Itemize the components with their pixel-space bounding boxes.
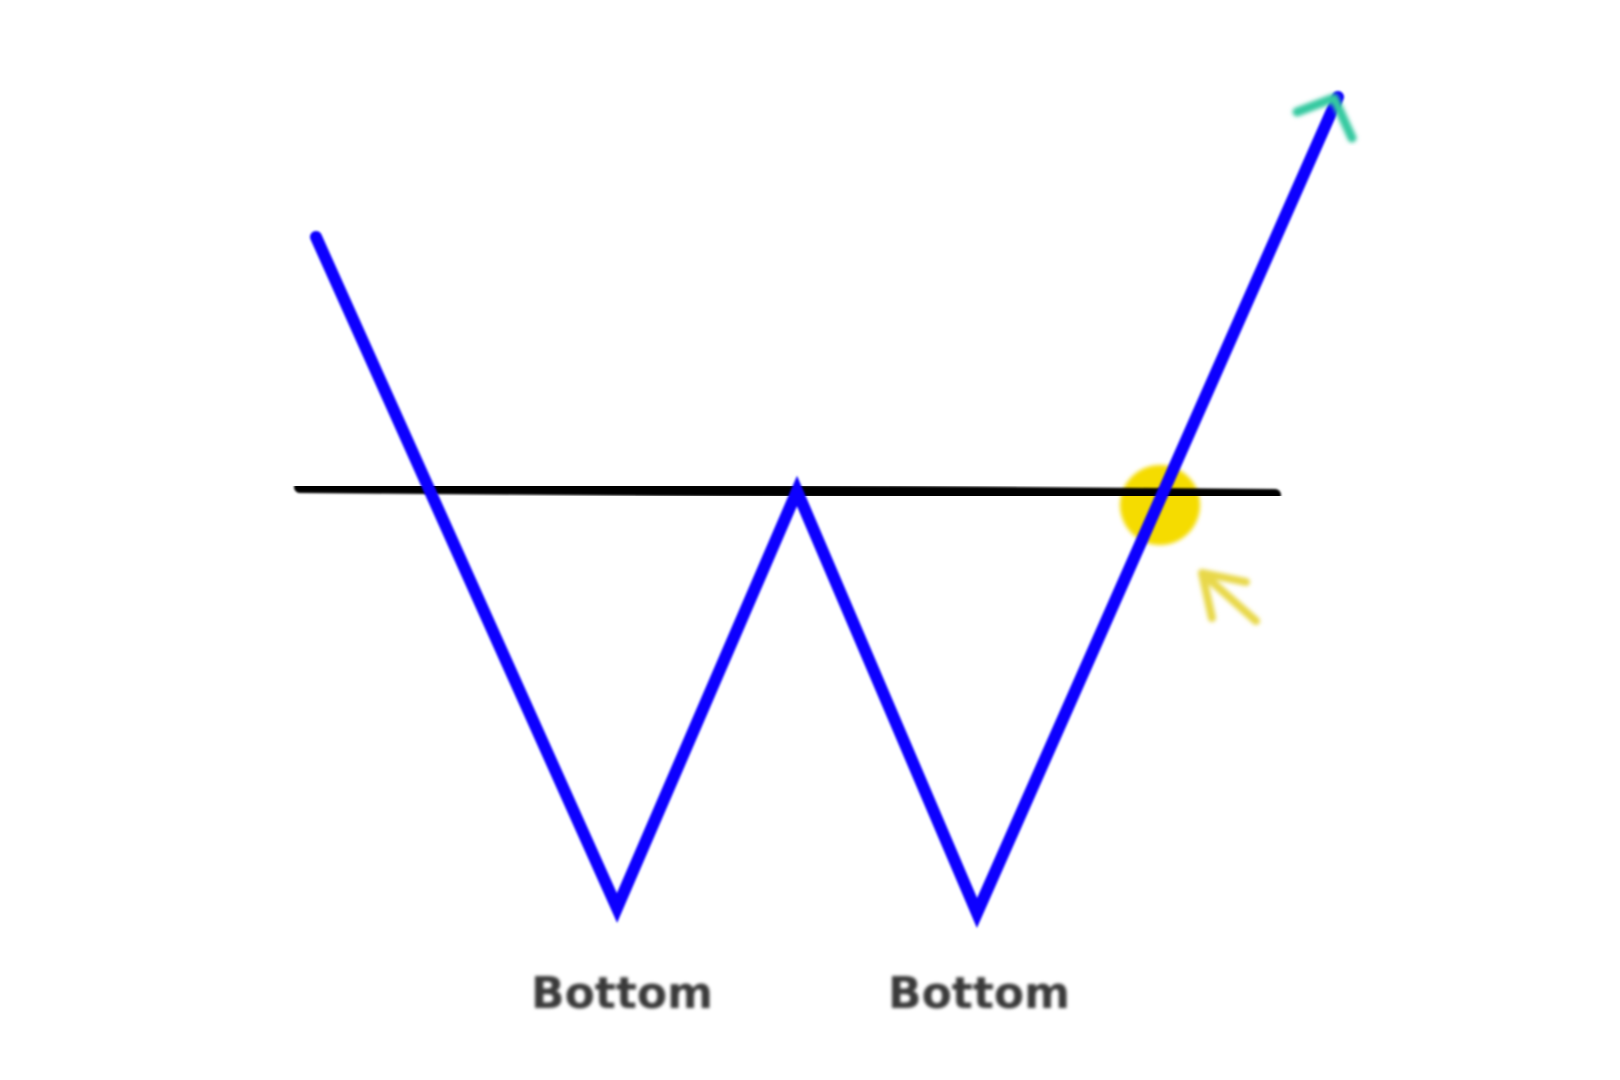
bottom-label-left: Bottom <box>531 968 713 1019</box>
price-path-w <box>310 91 1344 929</box>
arrow-up-left-icon <box>1198 569 1260 625</box>
neckline <box>294 481 1281 501</box>
arrow-up-right-icon <box>1292 93 1357 143</box>
bottom-label-right: Bottom <box>888 968 1070 1019</box>
